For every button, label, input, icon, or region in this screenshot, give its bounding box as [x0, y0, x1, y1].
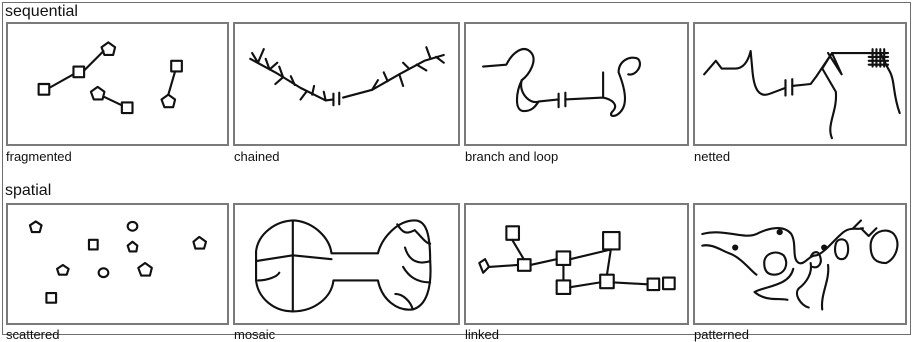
diamond-node: [478, 258, 491, 274]
square-node: [37, 82, 51, 96]
pattern-line: [753, 267, 795, 301]
net-path: [791, 51, 901, 140]
pentagon-node: [137, 261, 153, 277]
square-node: [646, 277, 661, 292]
point-marker: [776, 228, 783, 236]
link-lines: [487, 238, 649, 289]
square-node: [87, 238, 99, 251]
blob-patch: [763, 251, 788, 276]
pentagon-node: [126, 240, 139, 253]
loop-path: [515, 79, 541, 113]
square-node: [599, 273, 615, 290]
panel-netted: [693, 22, 907, 146]
linked-drawing: [478, 225, 676, 296]
caption-chained: chained: [234, 149, 280, 164]
square-node: [120, 101, 134, 115]
loop-path: [482, 48, 560, 104]
connector-line: [102, 95, 123, 107]
scattered-drawing: [28, 220, 208, 304]
net-path: [703, 50, 787, 96]
blob-patch: [869, 229, 899, 265]
pentagon-node: [192, 235, 208, 250]
pentagon-node: [89, 85, 106, 101]
caption-linked: linked: [465, 327, 499, 342]
blob-patch: [809, 251, 822, 269]
pattern-line: [820, 219, 878, 311]
panel-scattered: [6, 203, 229, 325]
panel-branch-and-loop: [464, 22, 689, 146]
square-node: [662, 276, 676, 291]
blob-patch: [833, 238, 850, 261]
panel-linked: [464, 203, 689, 325]
chain-line: [249, 57, 335, 102]
caption-fragmented: fragmented: [6, 149, 72, 164]
panel-fragmented: [6, 22, 229, 146]
square-node: [45, 291, 58, 304]
branch-loop-drawing: [482, 48, 642, 117]
patterned-drawing: [701, 219, 899, 311]
caption-branch-and-loop: branch and loop: [465, 149, 559, 164]
square-node: [602, 231, 621, 251]
circle-node: [126, 220, 139, 232]
patch-boundary: [255, 219, 333, 313]
circle-node: [97, 267, 110, 279]
pattern-line: [795, 261, 813, 309]
caption-patterned: patterned: [694, 327, 749, 342]
grid-mesh: [867, 48, 890, 68]
square-node: [505, 225, 521, 241]
square-node: [555, 279, 572, 296]
netted-drawing: [703, 48, 901, 140]
square-node: [516, 258, 532, 272]
pentagon-node: [160, 93, 177, 109]
square-node: [72, 65, 86, 79]
pattern-line: [701, 227, 864, 265]
section-title-spatial: spatial: [5, 182, 52, 199]
fragmented-drawing: [37, 41, 183, 115]
connector-line: [167, 70, 177, 96]
chain-line: [342, 53, 445, 99]
panel-patterned: [693, 203, 907, 325]
point-marker: [732, 244, 739, 251]
figure-frame: [2, 2, 911, 335]
branch-ticks: [251, 48, 327, 102]
section-title-sequential: sequential: [5, 3, 78, 20]
connector-line: [48, 73, 75, 89]
pentagon-node: [100, 41, 117, 57]
mosaic-drawing: [255, 219, 432, 313]
branch-loop-path: [564, 56, 642, 117]
chained-drawing: [249, 46, 445, 107]
point-marker: [821, 244, 828, 251]
pattern-line: [701, 244, 758, 276]
patch-boundary: [394, 223, 432, 311]
pentagon-node: [55, 263, 70, 276]
panel-mosaic: [233, 203, 460, 325]
panel-chained: [233, 22, 460, 146]
caption-mosaic: mosaic: [234, 327, 276, 342]
square-node: [170, 59, 183, 73]
branch-ticks: [371, 46, 445, 91]
pentagon-node: [28, 220, 43, 234]
caption-netted: netted: [694, 149, 731, 164]
caption-scattered: scattered: [6, 327, 60, 342]
square-node: [555, 250, 572, 267]
connector-line: [83, 50, 105, 72]
